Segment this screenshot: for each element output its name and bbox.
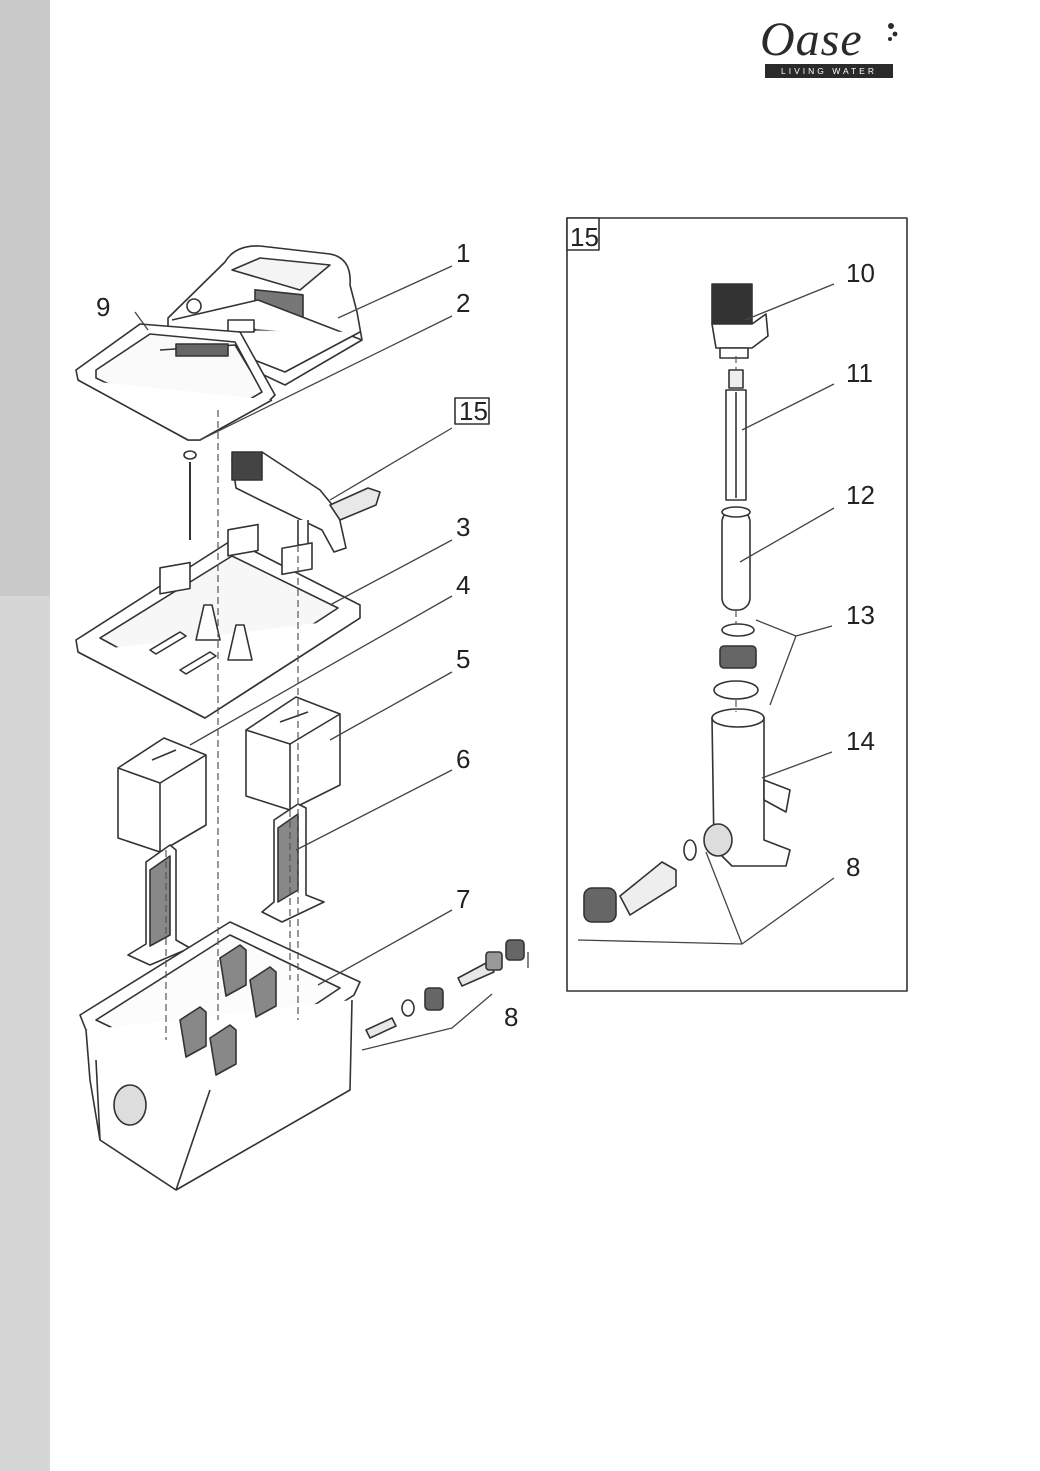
part-13-seals	[713, 623, 759, 700]
label-8-right: 8	[846, 852, 860, 882]
detail-box-tag-frame	[566, 217, 600, 251]
label-9: 9	[96, 292, 110, 322]
part-2-seal	[183, 450, 197, 540]
oase-logo: Oase LIVING WATER	[755, 14, 905, 84]
alignment-lines	[165, 356, 737, 1040]
label-7: 7	[456, 884, 470, 914]
label-13: 13	[846, 600, 875, 630]
detail-box-tag: 15	[570, 222, 599, 252]
label-10: 10	[846, 258, 875, 288]
label-6: 6	[456, 744, 470, 774]
part-7-housing	[79, 921, 361, 1191]
label-12: 12	[846, 480, 875, 510]
label-3: 3	[456, 512, 470, 542]
label-11: 11	[846, 358, 873, 388]
label-5: 5	[456, 644, 470, 674]
label-14: 14	[846, 726, 875, 756]
part-15-ref-frame	[454, 397, 490, 425]
logo-tagline: LIVING WATER	[765, 64, 893, 78]
part-8-connectors	[365, 939, 525, 1039]
part-8-detail-connectors	[583, 839, 697, 923]
logo-drops-icon	[888, 23, 898, 41]
label-2: 2	[456, 288, 470, 318]
part-9-lid	[75, 323, 276, 441]
part-3-tray	[75, 523, 361, 719]
label-1: 1	[456, 238, 470, 268]
part-10-uvc-head	[711, 283, 769, 359]
side-strip-bottom	[0, 596, 50, 1471]
side-strip-top	[0, 0, 50, 596]
label-8-left: 8	[504, 1002, 518, 1032]
detail-box-frame	[566, 217, 908, 992]
part-5-sponge	[245, 696, 341, 811]
part-15-uvc	[231, 451, 381, 553]
logo-wordmark: Oase	[760, 13, 863, 66]
part-6-holder	[127, 803, 325, 966]
label-4: 4	[456, 570, 470, 600]
part-4-sponge	[117, 737, 207, 853]
label-15-ref: 15	[459, 396, 488, 426]
part-11-lamp	[725, 369, 747, 501]
leader-lines	[134, 265, 835, 1051]
part-14-housing	[703, 708, 791, 867]
